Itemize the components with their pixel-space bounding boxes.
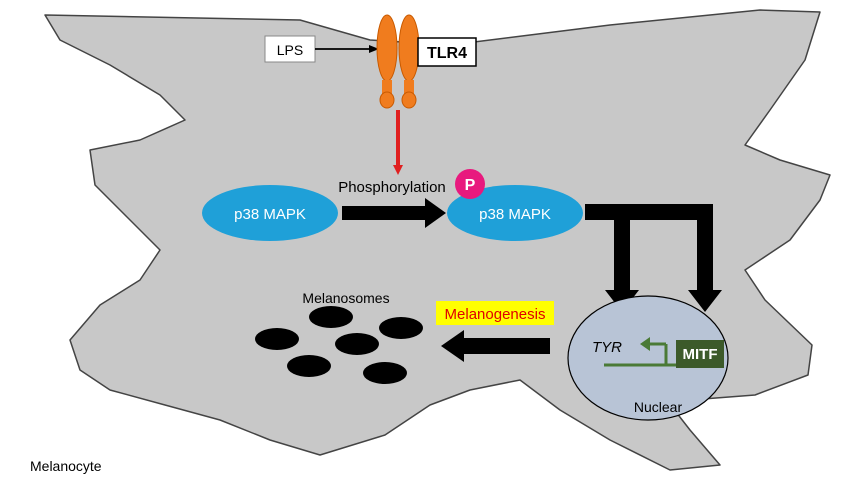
phosphate-badge-icon: P [455, 169, 485, 199]
nuclear-translocation-arrows [585, 204, 722, 312]
p38-mapk-active: p38 MAPK [447, 185, 583, 241]
tlr4-receptor-icon [376, 14, 420, 109]
tlr4-label: TLR4 [427, 45, 467, 62]
melanogenesis-arrow [441, 330, 550, 362]
tlr4-box: TLR4 [417, 37, 477, 67]
phosphorylation-label: Phosphorylation [338, 179, 446, 196]
phosphorylation-arrow [342, 198, 446, 228]
melanosome-granule-icon [255, 306, 423, 384]
lps-box: LPS [264, 35, 316, 63]
tyr-gene-label: TYR [592, 339, 622, 356]
p38-mapk-active-label: p38 MAPK [479, 206, 551, 223]
nucleus-label: Nuclear [634, 399, 683, 415]
tyr-promoter-icon [604, 337, 676, 367]
phospho-badge-label: P [465, 177, 476, 194]
p38-mapk-inactive: p38 MAPK [202, 185, 338, 241]
nucleus: Nuclear [567, 295, 729, 421]
melanogenesis-highlight: Melanogenesis [436, 301, 554, 325]
melanogenesis-label: Melanogenesis [445, 306, 546, 323]
melanocyte-label: Melanocyte [30, 458, 102, 474]
mitf-label: MITF [683, 346, 718, 363]
mitf-box: MITF [676, 340, 724, 368]
p38-mapk-inactive-label: p38 MAPK [234, 206, 306, 223]
lps-label: LPS [277, 42, 303, 58]
melanosomes-label: Melanosomes [302, 290, 389, 306]
